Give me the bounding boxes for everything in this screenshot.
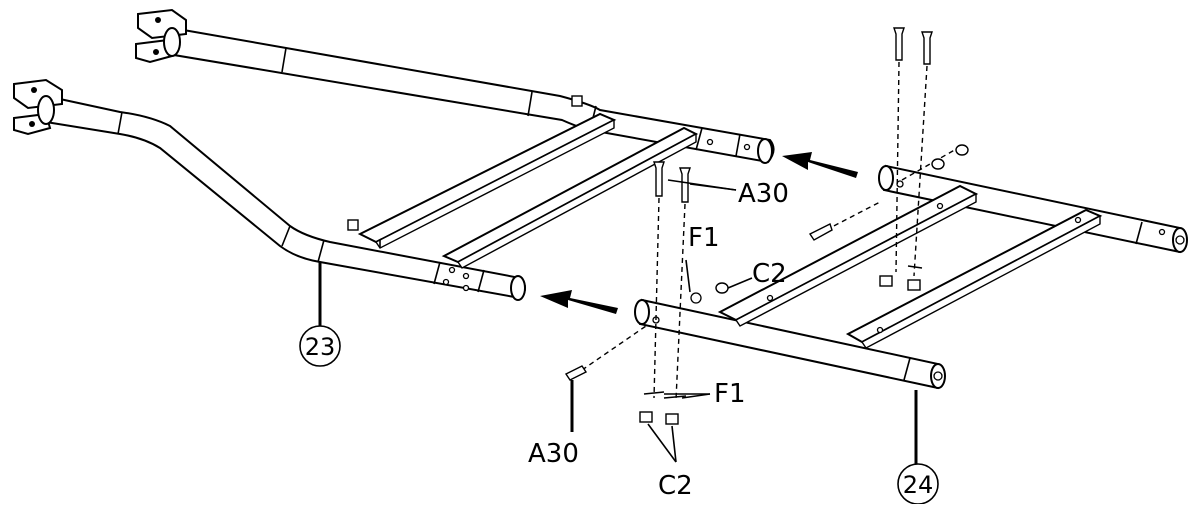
insert-arrow-icon [540, 290, 618, 314]
frame-part-23 [13, 8, 775, 301]
frame-part-24 [634, 164, 1188, 390]
callout-24: 24 [897, 390, 939, 505]
label-f1-upper: F1 [688, 223, 720, 253]
insert-arrow-icon [782, 152, 858, 178]
insert-arrows [540, 152, 858, 314]
label-f1-lower: F1 [714, 379, 746, 409]
part-label-24: 24 [903, 471, 934, 499]
label-c2-lower: C2 [658, 471, 693, 501]
callout-labels: A30 F1 C2 F1 A30 C2 [528, 179, 789, 501]
part-label-23: 23 [305, 333, 336, 361]
hardware-centre [564, 161, 753, 463]
label-a30-lower: A30 [528, 439, 579, 469]
label-a30-upper: A30 [738, 179, 789, 209]
callout-23: 23 [299, 262, 341, 367]
hardware-upper-right [808, 27, 969, 277]
label-c2-upper: C2 [752, 259, 787, 289]
